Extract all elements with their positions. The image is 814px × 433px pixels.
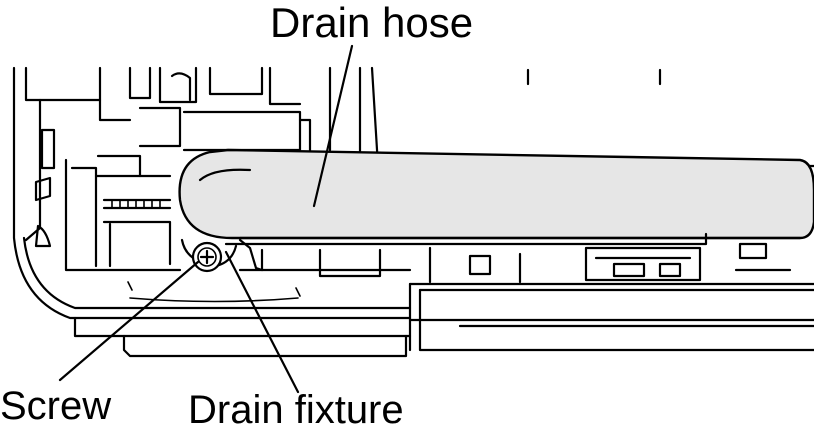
screw xyxy=(191,241,223,273)
leader-line-screw xyxy=(58,260,200,382)
leader-lines xyxy=(58,44,354,394)
label-screw: Screw xyxy=(0,384,112,428)
label-drain-fixture: Drain fixture xyxy=(188,388,404,432)
label-drain-hose: Drain hose xyxy=(270,0,474,46)
leader-line-drain-fixture xyxy=(224,250,300,394)
drain-hose xyxy=(178,148,814,246)
leader-line-drain-hose xyxy=(312,44,354,208)
